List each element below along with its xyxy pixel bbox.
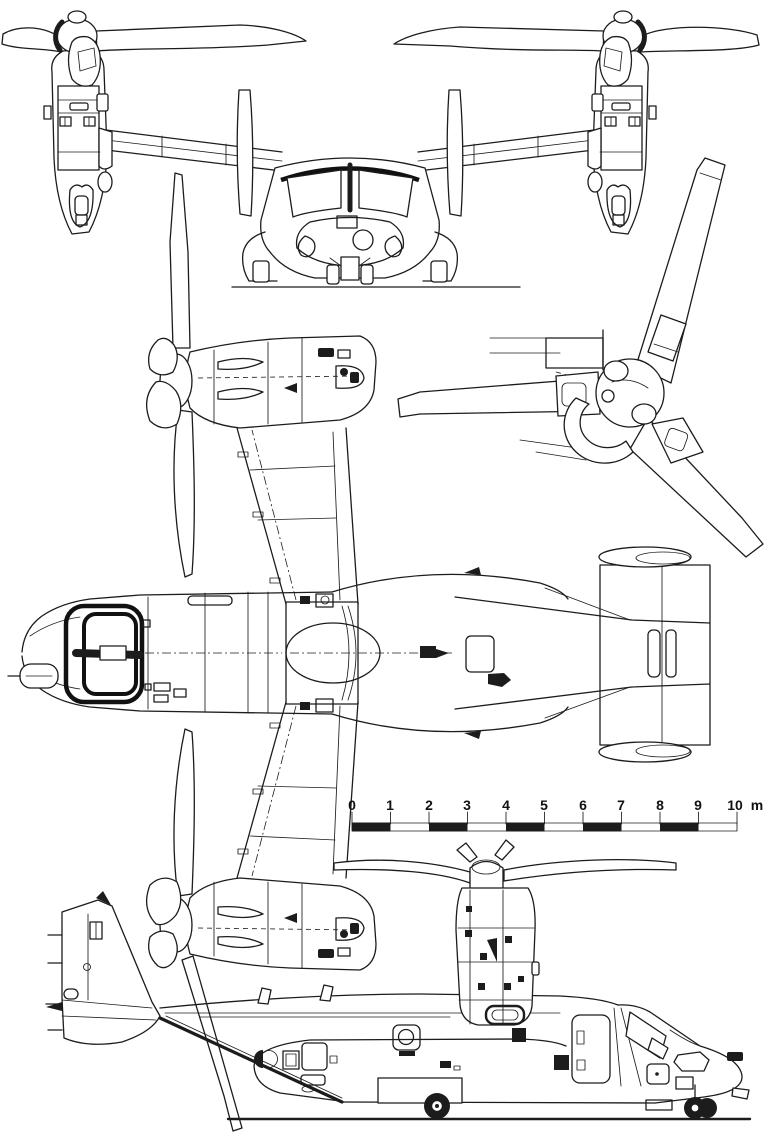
scale-tick-label: 2 — [425, 797, 433, 813]
nacelle-exhaust — [484, 1004, 526, 1026]
top-fuselage — [7, 567, 711, 739]
top-view — [7, 172, 711, 1132]
cabin-door — [571, 1014, 611, 1084]
side-fuselage — [158, 984, 656, 1119]
side-tail — [45, 891, 161, 1045]
scale-tick-label: 4 — [502, 797, 510, 813]
tail-fin-front-right — [446, 89, 464, 217]
tail-fin-front-left — [236, 89, 254, 217]
front-fuselage — [241, 157, 459, 285]
side-nacelle — [455, 887, 540, 1026]
scale-unit-label: m — [751, 797, 763, 813]
side-nose — [613, 1004, 750, 1119]
front-rotor-left — [1, 10, 307, 87]
scale-tick-label: 3 — [463, 797, 471, 813]
scale-tick-label: 7 — [617, 797, 625, 813]
wing-top-half — [236, 427, 359, 605]
wing-bottom-half — [236, 701, 359, 879]
front-view — [1, 10, 760, 288]
side-rotor — [333, 839, 677, 891]
scale-tick-label: 6 — [579, 797, 587, 813]
side-view — [45, 839, 752, 1121]
front-nacelle — [43, 48, 113, 235]
scale-tick-label: 8 — [656, 797, 664, 813]
cockpit-glazing-top — [63, 603, 145, 705]
top-tailplane — [598, 546, 711, 763]
scale-tick-label: 9 — [694, 797, 702, 813]
scale-bar: 0 1 2 3 4 5 6 7 8 9 10 m — [348, 797, 763, 832]
rotor-hub-detail — [397, 157, 764, 558]
scale-tick-label: 0 — [348, 797, 356, 813]
scale-tick-label: 5 — [540, 797, 548, 813]
front-rotor-right — [393, 10, 760, 87]
scale-tick-label: 10 — [727, 797, 743, 813]
scale-tick-label: 1 — [386, 797, 394, 813]
